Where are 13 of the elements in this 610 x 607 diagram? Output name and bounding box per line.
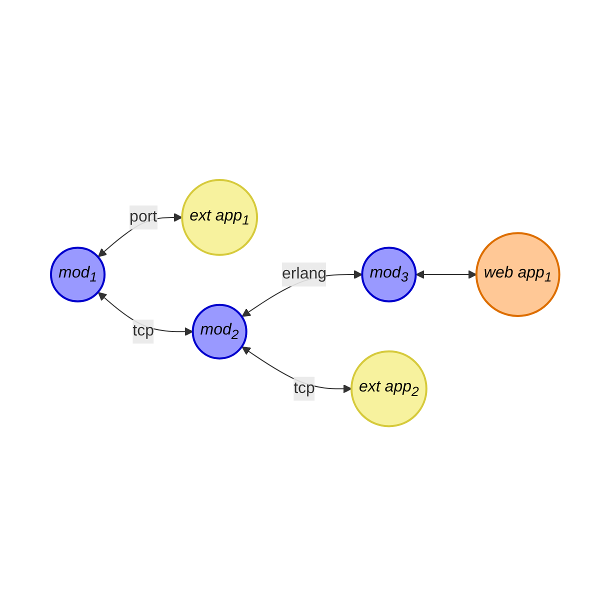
arrow bbox=[416, 270, 477, 280]
arrow bbox=[98, 292, 194, 336]
node-circle: web app$_{1}$ bbox=[475, 232, 560, 318]
node-circle: mod$_{1}$ bbox=[50, 247, 106, 303]
edge-label: tcp bbox=[293, 380, 315, 398]
node-circle: ext app$_{1}$ bbox=[180, 179, 258, 256]
node-circle: mod$_{3}$ bbox=[361, 247, 417, 303]
edge-label: tcp bbox=[132, 323, 154, 340]
node-circle: mod$_{2}$ bbox=[192, 304, 248, 360]
arrow bbox=[242, 346, 352, 394]
edge-label: erlang bbox=[282, 266, 326, 283]
edge-label: port bbox=[129, 208, 157, 226]
node-circle: ext app$_{2}$ bbox=[350, 350, 428, 428]
